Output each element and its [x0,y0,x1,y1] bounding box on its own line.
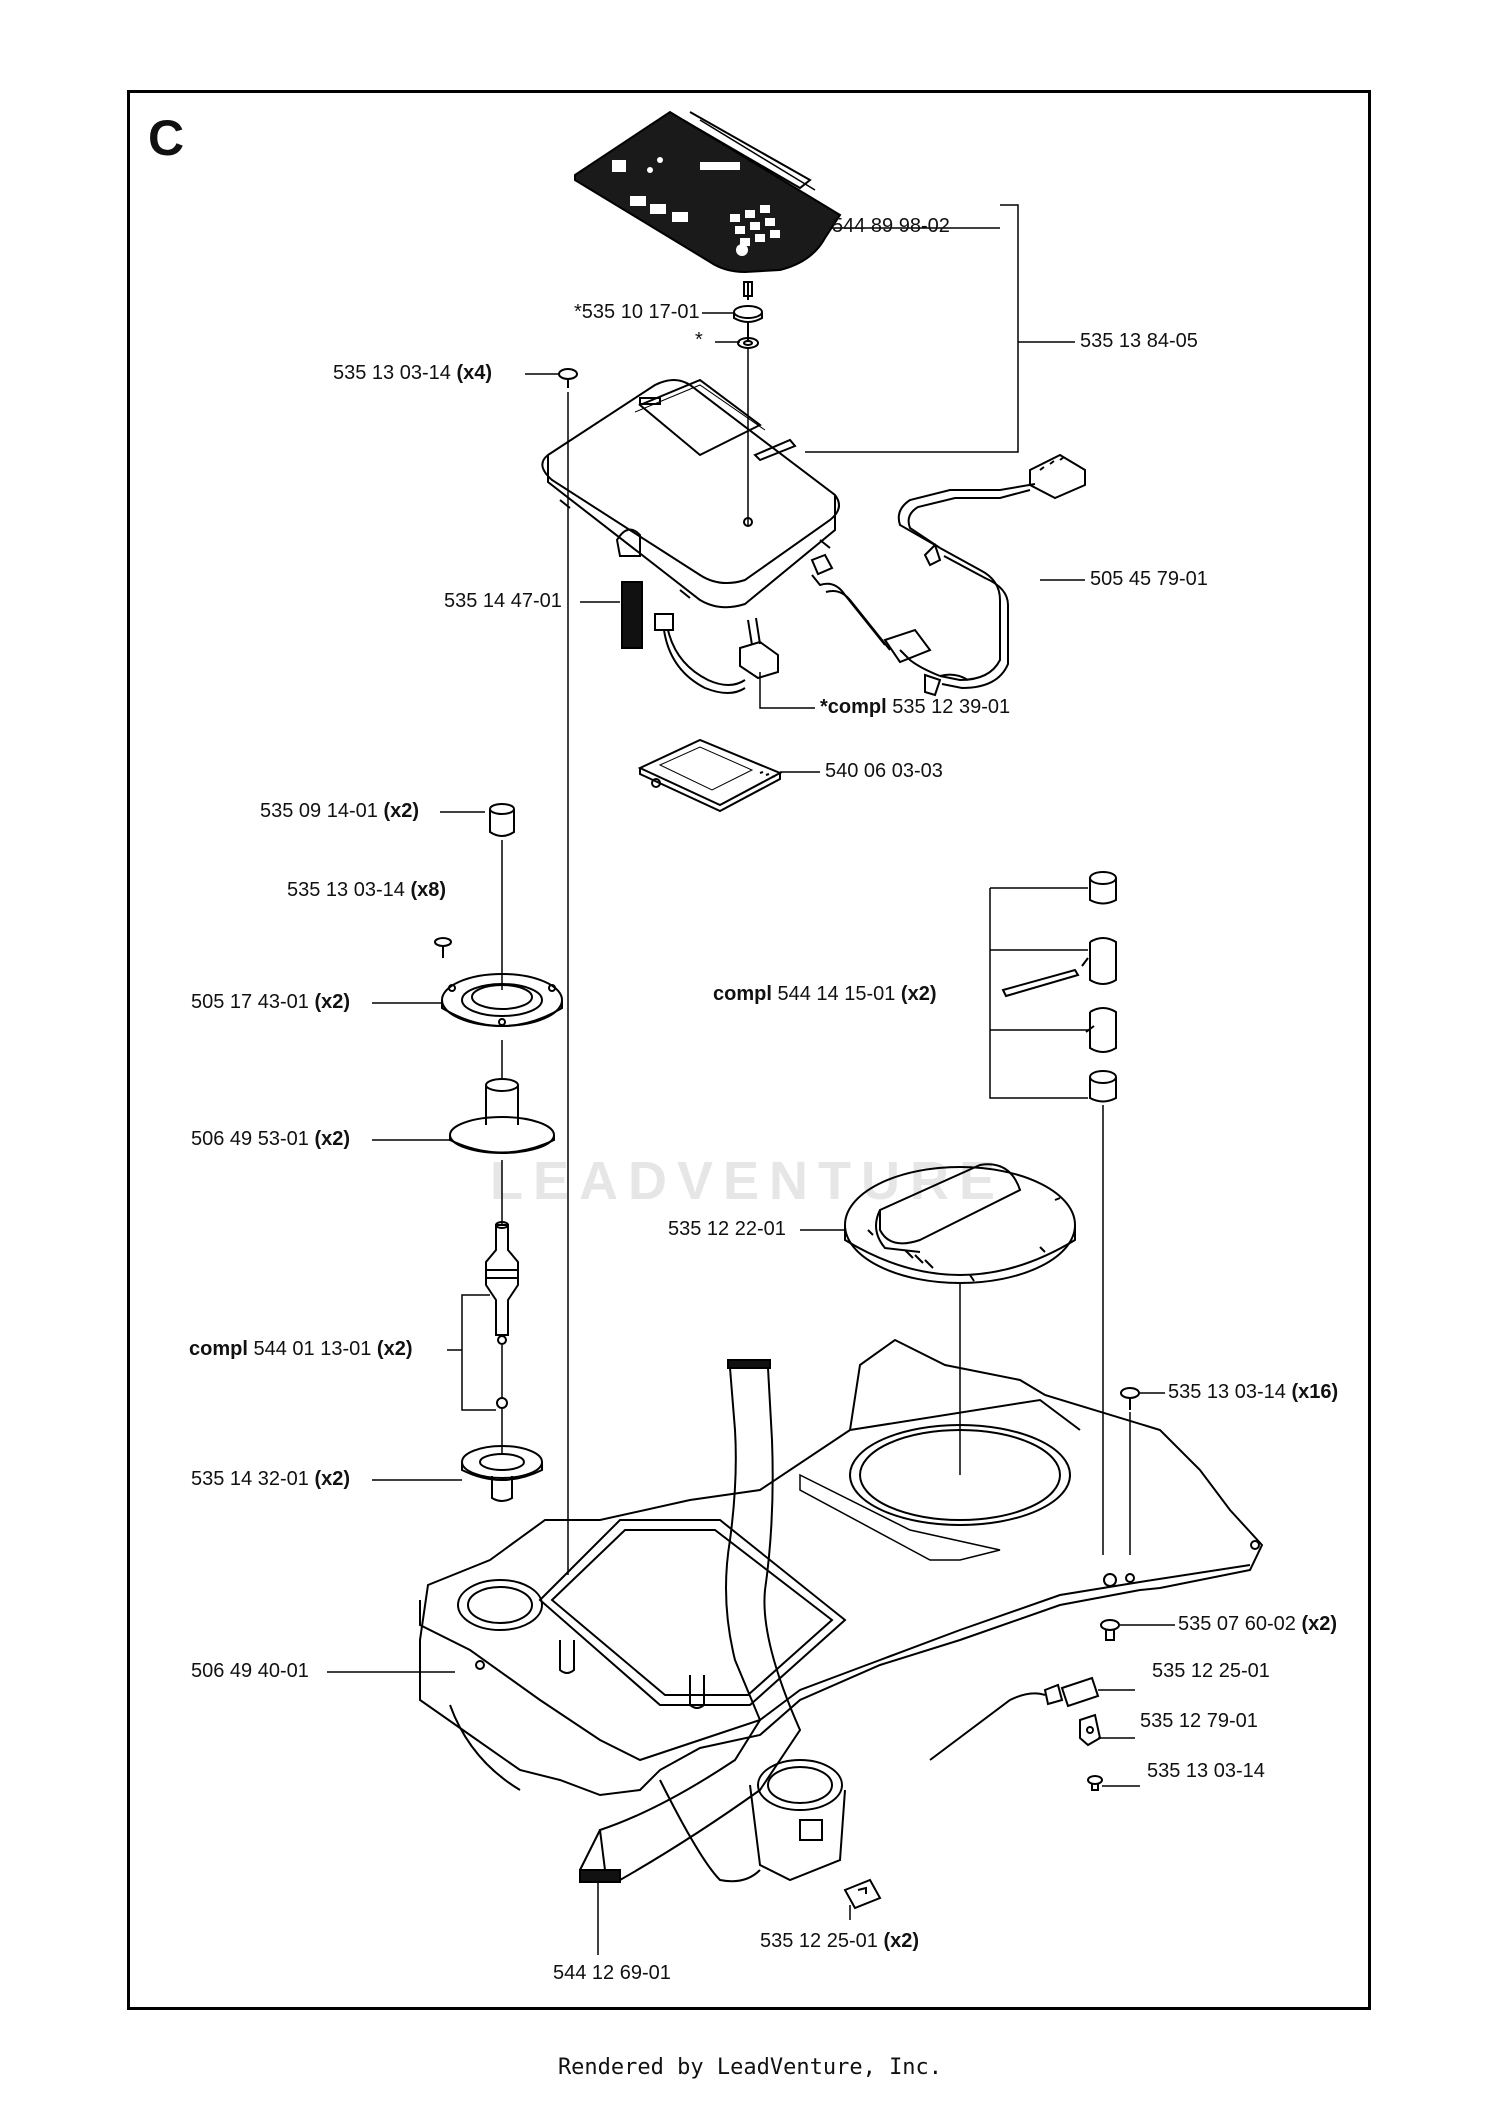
watermark-text: LEADVENTURE [490,1151,1006,1211]
label-506-49-40-01: 506 49 40-01 [191,1660,309,1682]
flange-ring-part-x2[interactable] [441,973,563,1027]
label-535-10-17-01: *535 10 17-01 [574,301,700,323]
clip-part-x2[interactable] [843,1878,882,1910]
housing-cover-part[interactable] [541,378,840,609]
label-505-45-79-01: 505 45 79-01 [1090,568,1208,590]
label-535-12-79-01: 535 12 79-01 [1140,1710,1258,1732]
label-535-14-32-01: 535 14 32-01 (x2) [191,1468,351,1490]
label-544-12-69-01: 544 12 69-01 [553,1962,671,1984]
label-535-13-03-14-x4: 535 13 03-14 (x4) [333,362,493,384]
label-535-14-47-01: 535 14 47-01 [444,590,562,612]
label-540-06-03-03: 540 06 03-03 [825,760,943,782]
top-lid-part[interactable] [844,1163,1076,1284]
footer-credit: Rendered by LeadVenture, Inc. [557,2055,943,2080]
spacer-part-x2[interactable] [489,803,515,837]
label-506-49-53-01: 506 49 53-01 (x2) [191,1128,351,1150]
section-letter: C [148,110,185,166]
label-535-12-22-01: 535 12 22-01 [668,1218,786,1240]
label-pad-part[interactable] [615,528,643,649]
screw-part-single[interactable] [1087,1775,1103,1791]
label-535-12-25-01-x2: 535 12 25-01 (x2) [760,1930,920,1952]
label-505-17-43-01: 505 17 43-01 (x2) [191,991,351,1013]
label-535-13-03-14-x8: 535 13 03-14 (x8) [287,879,447,901]
label-544-89-98-02: 544 89 98-02 [832,215,950,237]
label-compl-544-01-13-01: compl 544 01 13-01 (x2) [189,1338,413,1360]
ribbon-cable-part[interactable] [579,1359,802,1883]
keypad-overlay-part[interactable] [574,110,842,274]
label-535-09-14-01: 535 09 14-01 (x2) [260,800,420,822]
label-535-12-25-01: 535 12 25-01 [1152,1660,1270,1682]
screw-part-x2[interactable] [1100,1619,1120,1641]
screw-part-x4[interactable] [558,368,578,388]
cable-part[interactable] [654,613,779,694]
hinge-assembly-part-x2[interactable] [1001,871,1117,1103]
label-asterisk: * [695,329,703,351]
label-535-13-03-14: 535 13 03-14 [1147,1760,1265,1782]
label-compl-544-14-15-01: compl 544 14 15-01 (x2) [713,983,937,1005]
screw-part-x16[interactable] [1120,1387,1140,1410]
knob-part[interactable] [733,281,763,340]
bushing-part-x2[interactable] [449,1078,555,1154]
sensor-wire-part[interactable] [449,1683,1064,1883]
clip-part[interactable] [1060,1676,1100,1708]
diagram-frame [127,90,1371,2010]
label-535-13-03-14-x16: 535 13 03-14 (x16) [1168,1381,1339,1403]
washer-part-x2[interactable] [461,1445,543,1502]
screw-part-x8[interactable] [434,937,452,958]
label-535-13-84-05: 535 13 84-05 [1080,330,1198,352]
bracket-part[interactable] [1079,1713,1102,1747]
wiring-harness-part[interactable] [810,453,1086,697]
label-535-07-60-02: 535 07 60-02 (x2) [1178,1613,1338,1635]
circuit-board-part[interactable] [637,738,783,813]
chassis-part[interactable] [419,1338,1264,1882]
label-compl-535-12-39-01: *compl 535 12 39-01 [820,696,1011,718]
